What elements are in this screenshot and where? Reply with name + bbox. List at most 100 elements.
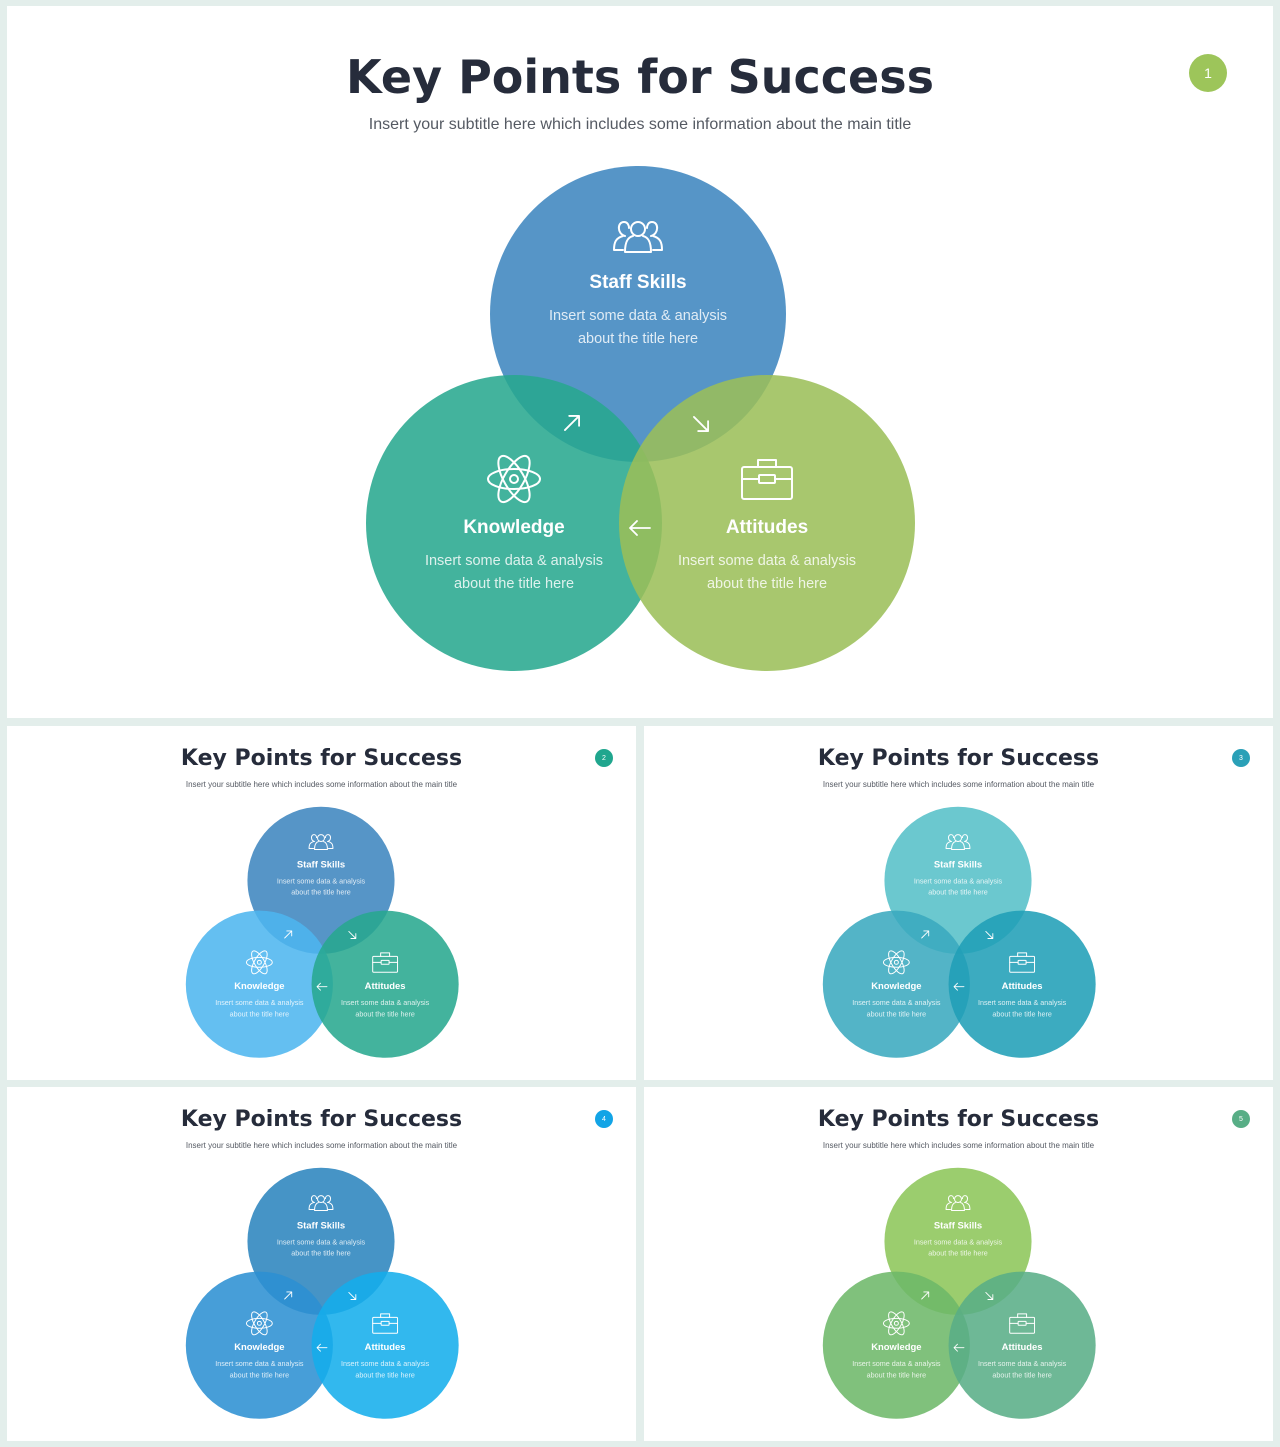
circle-label: Staff Skills xyxy=(297,859,345,870)
venn-circle-attitudes xyxy=(619,375,915,671)
slide-title: Key Points for Success xyxy=(180,1107,463,1132)
slide-number-badge: 5 xyxy=(1232,1110,1250,1128)
venn-circle-knowledge xyxy=(822,910,970,1058)
circle-description: Insert some data & analysis xyxy=(277,876,366,885)
venn-circle-attitudes xyxy=(311,910,459,1058)
circle-label: Staff Skills xyxy=(297,1220,345,1231)
circle-label: Knowledge xyxy=(234,981,284,992)
slide-2: Key Points for Success Insert your subti… xyxy=(7,726,636,1080)
slide-subtitle: Insert your subtitle here which includes… xyxy=(368,116,912,133)
circle-label: Knowledge xyxy=(463,517,564,538)
circle-label: Attitudes xyxy=(365,981,406,992)
circle-description: Insert some data & analysis xyxy=(215,1359,304,1368)
circle-label: Staff Skills xyxy=(934,1220,982,1231)
atom-icon xyxy=(245,950,273,975)
slide-title: Key Points for Success xyxy=(180,746,463,771)
circle-description: Insert some data & analysis xyxy=(852,1359,941,1368)
venn-circle-knowledge xyxy=(185,1271,333,1419)
slide-title: Key Points for Success xyxy=(817,746,1100,771)
arrow-left-icon xyxy=(629,520,651,536)
circle-label: Attitudes xyxy=(726,517,808,538)
arrow-up-right-icon xyxy=(921,1291,930,1300)
users-icon xyxy=(308,1195,334,1211)
circle-description: about the title here xyxy=(355,1370,415,1379)
arrow-up-right-icon xyxy=(284,1291,293,1300)
slide-1: Key Points for Success Insert your subti… xyxy=(7,6,1273,718)
circle-label: Knowledge xyxy=(234,1342,284,1353)
circle-label: Knowledge xyxy=(871,981,921,992)
circle-description: about the title here xyxy=(230,1370,290,1379)
arrow-down-right-icon xyxy=(348,1292,357,1300)
circle-label: Staff Skills xyxy=(589,272,686,293)
circle-description: about the title here xyxy=(707,576,827,592)
slide-subtitle: Insert your subtitle here which includes… xyxy=(185,780,458,789)
circle-description: Insert some data & analysis xyxy=(549,308,727,324)
arrow-down-right-icon xyxy=(693,416,709,432)
arrow-down-right-icon xyxy=(985,1292,994,1300)
slide-number-badge: 1 xyxy=(1189,54,1227,92)
circle-description: Insert some data & analysis xyxy=(678,553,856,569)
arrow-up-right-icon xyxy=(921,930,930,939)
arrow-left-icon xyxy=(953,982,965,991)
arrow-up-right-icon xyxy=(284,930,293,939)
slide-5: Key Points for Success Insert your subti… xyxy=(644,1087,1273,1441)
circle-description: Insert some data & analysis xyxy=(425,553,603,569)
slide-title: Key Points for Success xyxy=(817,1107,1100,1132)
briefcase-icon xyxy=(741,459,793,500)
circle-description: about the title here xyxy=(291,1249,351,1258)
atom-icon xyxy=(882,1311,910,1336)
circle-label: Knowledge xyxy=(871,1342,921,1353)
circle-description: about the title here xyxy=(355,1009,415,1018)
circle-description: about the title here xyxy=(867,1370,927,1379)
venn-circle-attitudes xyxy=(948,910,1096,1058)
slide-subtitle: Insert your subtitle here which includes… xyxy=(822,1141,1095,1150)
circle-description: about the title here xyxy=(928,1249,988,1258)
circle-description: about the title here xyxy=(230,1009,290,1018)
briefcase-icon xyxy=(1009,952,1036,973)
venn-circle-knowledge xyxy=(822,1271,970,1419)
circle-description: Insert some data & analysis xyxy=(341,998,430,1007)
slide-number-badge: 4 xyxy=(595,1110,613,1128)
slide-subtitle: Insert your subtitle here which includes… xyxy=(185,1141,458,1150)
slide-number: 5 xyxy=(1239,1115,1243,1123)
circle-description: about the title here xyxy=(992,1009,1052,1018)
slide-title: Key Points for Success xyxy=(346,50,934,104)
arrow-left-icon xyxy=(953,1343,965,1352)
slide-subtitle: Insert your subtitle here which includes… xyxy=(822,780,1095,789)
slide-number: 4 xyxy=(602,1115,606,1123)
arrow-down-right-icon xyxy=(348,931,357,939)
venn-circle-attitudes xyxy=(311,1271,459,1419)
users-icon xyxy=(613,221,663,253)
circle-description: about the title here xyxy=(454,576,574,592)
slide-number: 1 xyxy=(1204,65,1212,81)
circle-label: Staff Skills xyxy=(934,859,982,870)
briefcase-icon xyxy=(372,952,399,973)
circle-description: about the title here xyxy=(867,1009,927,1018)
circle-description: Insert some data & analysis xyxy=(277,1237,366,1246)
circle-label: Attitudes xyxy=(1002,981,1043,992)
atom-icon xyxy=(882,950,910,975)
slide-number-badge: 2 xyxy=(595,749,613,767)
venn-circle-attitudes xyxy=(948,1271,1096,1419)
briefcase-icon xyxy=(372,1313,399,1334)
arrow-up-right-icon xyxy=(564,415,580,431)
circle-description: about the title here xyxy=(291,888,351,897)
circle-label: Attitudes xyxy=(1002,1342,1043,1353)
slide-number-badge: 3 xyxy=(1232,749,1250,767)
slide-number: 3 xyxy=(1239,754,1243,762)
arrow-down-right-icon xyxy=(985,931,994,939)
circle-description: Insert some data & analysis xyxy=(914,1237,1003,1246)
circle-description: about the title here xyxy=(578,331,698,347)
arrow-left-icon xyxy=(316,1343,328,1352)
slide-number: 2 xyxy=(602,754,606,762)
venn-circle-knowledge xyxy=(185,910,333,1058)
circle-label: Attitudes xyxy=(365,1342,406,1353)
circle-description: about the title here xyxy=(928,888,988,897)
atom-icon xyxy=(487,454,541,504)
slide-4: Key Points for Success Insert your subti… xyxy=(7,1087,636,1441)
circle-description: Insert some data & analysis xyxy=(852,998,941,1007)
users-icon xyxy=(945,834,971,850)
